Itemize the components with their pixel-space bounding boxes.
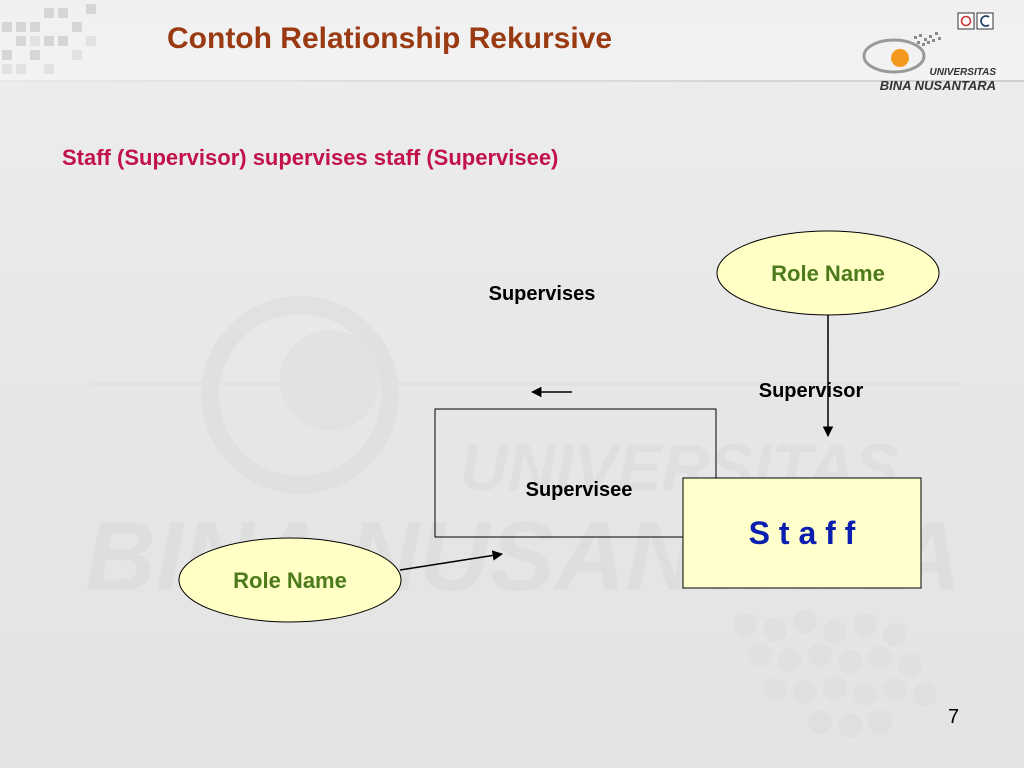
- entity-staff-box: [682, 477, 922, 589]
- page-number: 7: [948, 706, 960, 728]
- slide-title: Contoh Relationship Rekursive: [167, 22, 613, 55]
- supervisee-role-arrow: [399, 550, 504, 571]
- supervisor-label: Supervisor: [759, 380, 864, 402]
- logo-tool-icons: [957, 12, 994, 30]
- logo-line2: BINA NUSANTARA: [880, 78, 996, 93]
- slide-subtitle: Staff (Supervisor) supervises staff (Sup…: [62, 145, 559, 170]
- entity-staff-label: S t a f f: [749, 515, 856, 551]
- relationship-loop-line: [434, 408, 717, 538]
- decorative-squares: [2, 4, 96, 74]
- role-label-top: Role Name: [771, 261, 885, 286]
- logo-emblem: [862, 32, 941, 74]
- header-divider: [0, 80, 1024, 82]
- role-label-bottom: Role Name: [233, 568, 347, 593]
- header-band: [0, 0, 1024, 82]
- logo-line1: UNIVERSITAS: [930, 67, 997, 78]
- university-logo: UNIVERSITAS BINA NUSANTARA: [862, 12, 997, 93]
- role-ellipse-bottom: [178, 537, 402, 623]
- relationship-label: Supervises: [489, 283, 596, 305]
- supervisee-label: Supervisee: [526, 479, 633, 501]
